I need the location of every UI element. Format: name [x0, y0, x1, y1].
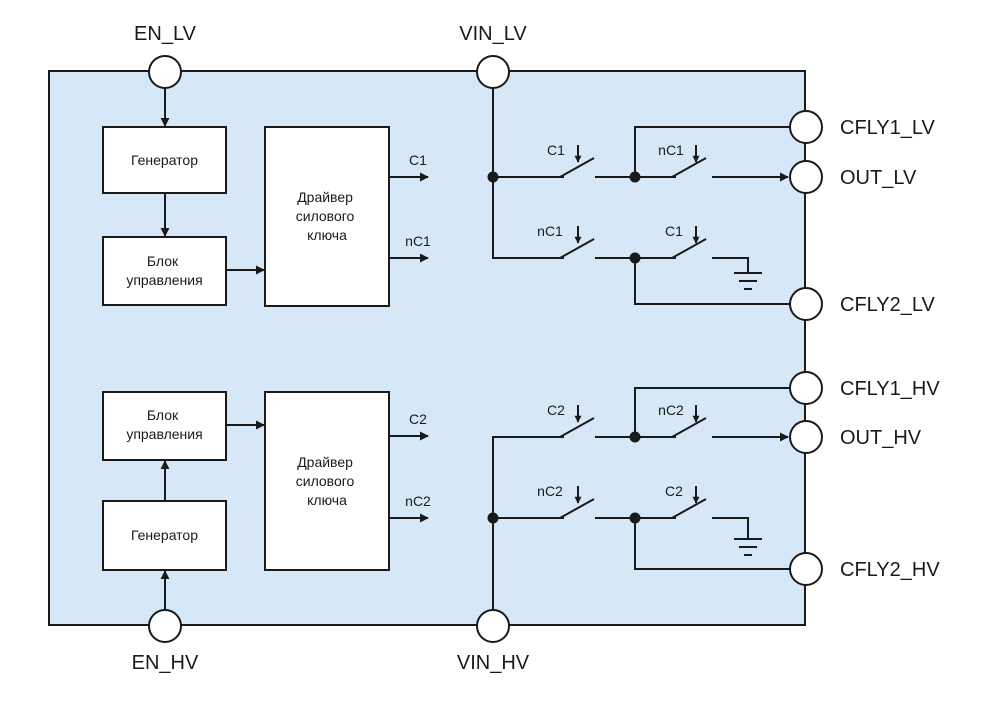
pin-label-cfly2-lv: CFLY2_LV	[840, 294, 936, 316]
hv-driver-label: Драйвер силового ключа	[296, 454, 358, 508]
pin-label-vin-hv: VIN_HV	[457, 652, 530, 674]
pin-en-lv	[148, 55, 182, 89]
lv-switch-top-left-label: C1	[547, 142, 565, 158]
pin-labels: EN_LV VIN_LV EN_HV VIN_HV CFLY1_LV OUT_L…	[132, 23, 941, 674]
lv-switch-bottom-right-label: C1	[665, 223, 683, 239]
hv-generator-label: Генератор	[131, 527, 198, 543]
lv-control-label: Блок управления	[126, 253, 202, 288]
pin-en-hv	[148, 609, 182, 643]
hv-signal-c2: C2	[409, 411, 427, 427]
hv-driver-block	[264, 391, 390, 571]
hv-generator-block	[102, 500, 227, 571]
pin-label-cfly1-lv: CFLY1_LV	[840, 117, 936, 139]
pin-label-cfly1-hv: CFLY1_HV	[840, 378, 940, 400]
pin-out-lv	[789, 160, 823, 194]
lv-generator-label: Генератор	[131, 152, 198, 168]
hv-switch-top-left-label: C2	[547, 402, 565, 418]
pin-out-hv	[789, 420, 823, 454]
hv-ground-symbol	[734, 538, 762, 556]
hv-section: Блок управления Генератор Драйвер силово…	[102, 387, 790, 612]
hv-switch-bottom-right-label: C2	[665, 483, 683, 499]
pin-cfly1-lv	[789, 110, 823, 144]
hv-control-block	[102, 391, 227, 461]
lv-driver-label: Драйвер силового ключа	[296, 189, 358, 243]
pin-label-cfly2-hv: CFLY2_HV	[840, 559, 940, 581]
hv-control-label: Блок управления	[126, 407, 202, 442]
pin-label-out-hv: OUT_HV	[840, 427, 922, 449]
hv-signal-nc2: nC2	[405, 493, 431, 509]
pin-label-en-hv: EN_HV	[132, 652, 199, 674]
hv-switch-bottom-left-label: nC2	[537, 483, 563, 499]
pin-label-out-lv: OUT_LV	[840, 167, 917, 189]
pins	[148, 55, 823, 643]
lv-signal-c1: C1	[409, 152, 427, 168]
lv-switch-top-right-label: nC1	[658, 142, 684, 158]
pin-cfly2-hv	[789, 552, 823, 586]
lv-switch-bottom-left-label: nC1	[537, 223, 563, 239]
pin-cfly2-lv	[789, 287, 823, 321]
lv-control-block	[102, 236, 227, 306]
pin-vin-lv	[476, 55, 510, 89]
lv-ground-symbol	[734, 272, 762, 290]
hv-switch-top-right-label: nC2	[658, 402, 684, 418]
pin-vin-hv	[476, 609, 510, 643]
lv-generator-block	[102, 126, 227, 194]
lv-section: Генератор Блок управления Драйвер силово…	[102, 88, 790, 307]
pin-label-vin-lv: VIN_LV	[459, 23, 527, 45]
lv-driver-block	[264, 126, 390, 307]
pin-label-en-lv: EN_LV	[134, 23, 197, 45]
pin-cfly1-hv	[789, 371, 823, 405]
lv-signal-nc1: nC1	[405, 233, 431, 249]
